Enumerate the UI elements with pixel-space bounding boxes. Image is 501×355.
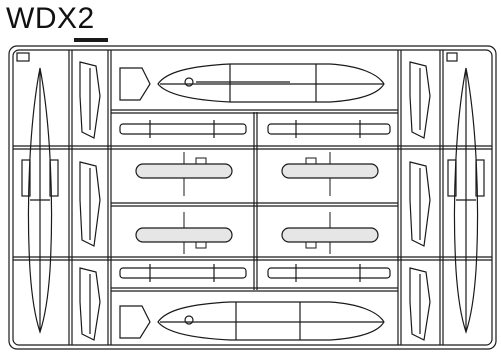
sprue-frame-inner xyxy=(12,49,493,346)
rack-part-icon xyxy=(119,120,391,138)
side-strut-part-icon xyxy=(79,61,101,341)
side-strut-part-icon xyxy=(409,61,431,341)
marker-bar xyxy=(74,38,108,42)
right-long-tank-icon xyxy=(447,67,485,334)
gate-tag-right xyxy=(446,52,458,62)
gate-tag-left xyxy=(16,52,30,62)
central-drop-tank-icon xyxy=(119,301,385,341)
central-drop-tank-icon xyxy=(119,63,385,103)
sprue-code: WDX2 xyxy=(6,2,95,35)
rack-part-icon xyxy=(119,264,391,282)
sprue-frame-outer xyxy=(8,45,497,350)
left-long-tank-icon xyxy=(21,67,59,334)
